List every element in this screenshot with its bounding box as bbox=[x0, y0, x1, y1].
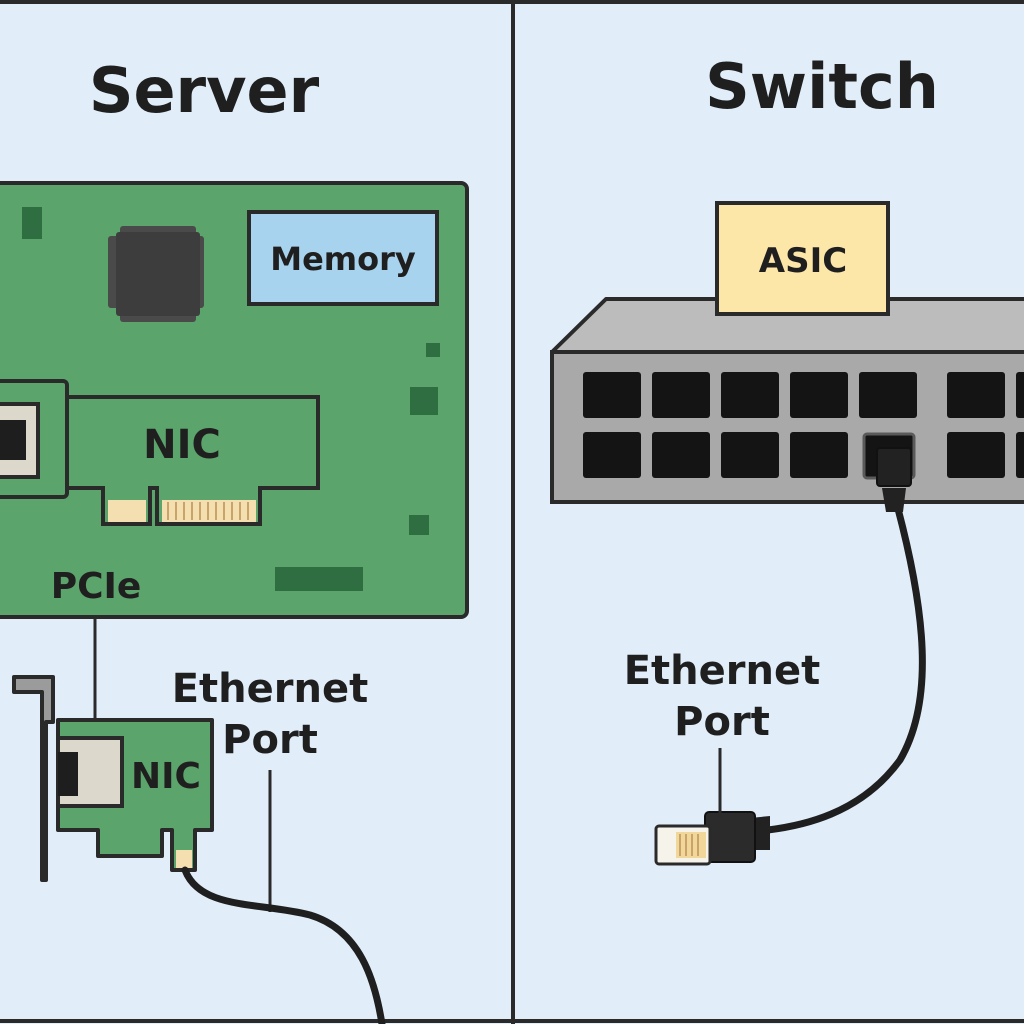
switch-port bbox=[652, 372, 710, 418]
card-contacts bbox=[176, 850, 192, 868]
switch-port bbox=[947, 372, 1005, 418]
connector-pin-lines bbox=[679, 834, 699, 856]
switch-cable-plug bbox=[876, 447, 912, 512]
switch-port bbox=[790, 372, 848, 418]
board-component bbox=[409, 515, 429, 535]
asic-label: ASIC bbox=[759, 241, 847, 281]
server-ethernet-cable bbox=[181, 866, 386, 1024]
rj45-connector bbox=[654, 811, 770, 866]
memory-box bbox=[247, 210, 439, 306]
asic-chip: ASIC bbox=[715, 201, 890, 316]
nic-expansion-card: NIC bbox=[12, 675, 214, 882]
plug-boot bbox=[882, 488, 906, 512]
pcie-contact-pins bbox=[167, 502, 249, 520]
server-panel: Server Memory bbox=[0, 54, 469, 1024]
server-ethernet-label-line1: Ethernet bbox=[172, 666, 369, 712]
switch-ethernet-label-line1: Ethernet bbox=[624, 648, 821, 694]
switch-port bbox=[583, 432, 641, 478]
board-component bbox=[426, 343, 440, 357]
onboard-nic-card: NIC bbox=[0, 379, 320, 526]
pcie-label: PCIe bbox=[51, 566, 142, 607]
switch-ethernet-label-line2: Port bbox=[674, 699, 770, 745]
switch-port-grid bbox=[583, 372, 1024, 480]
switch-port bbox=[1016, 432, 1024, 478]
cpu-chip bbox=[108, 226, 204, 322]
board-component bbox=[22, 207, 42, 239]
card-bracket bbox=[12, 675, 55, 882]
switch-port bbox=[583, 372, 641, 418]
nic-card-label: NIC bbox=[131, 756, 201, 797]
nic-card-pcb bbox=[63, 395, 320, 526]
switch-port bbox=[790, 432, 848, 478]
switch-port bbox=[721, 372, 779, 418]
pcie-contacts-short bbox=[108, 500, 146, 522]
switch-port bbox=[721, 432, 779, 478]
memory-label: Memory bbox=[270, 240, 416, 278]
memory-module: Memory bbox=[247, 210, 439, 306]
server-title: Server bbox=[89, 54, 320, 127]
switch-port bbox=[652, 432, 710, 478]
switch-port bbox=[947, 432, 1005, 478]
plug-head bbox=[876, 447, 912, 487]
switch-panel: Switch bbox=[550, 50, 1024, 866]
connector-body bbox=[704, 811, 756, 863]
switch-port bbox=[1016, 372, 1024, 418]
switch-title: Switch bbox=[705, 50, 939, 123]
card-port-opening bbox=[58, 752, 78, 796]
switch-ethernet-cable bbox=[764, 501, 926, 834]
network-switch: ASIC bbox=[550, 201, 1024, 504]
asic-box bbox=[715, 201, 890, 316]
rj45-port-opening bbox=[0, 420, 26, 460]
cpu-body bbox=[116, 232, 200, 316]
board-component bbox=[275, 567, 363, 591]
switch-port bbox=[859, 372, 917, 418]
server-ethernet-label-line2: Port bbox=[222, 717, 318, 763]
board-component bbox=[410, 387, 438, 415]
motherboard: Memory NIC bbox=[0, 181, 469, 619]
onboard-nic-label: NIC bbox=[143, 422, 221, 468]
